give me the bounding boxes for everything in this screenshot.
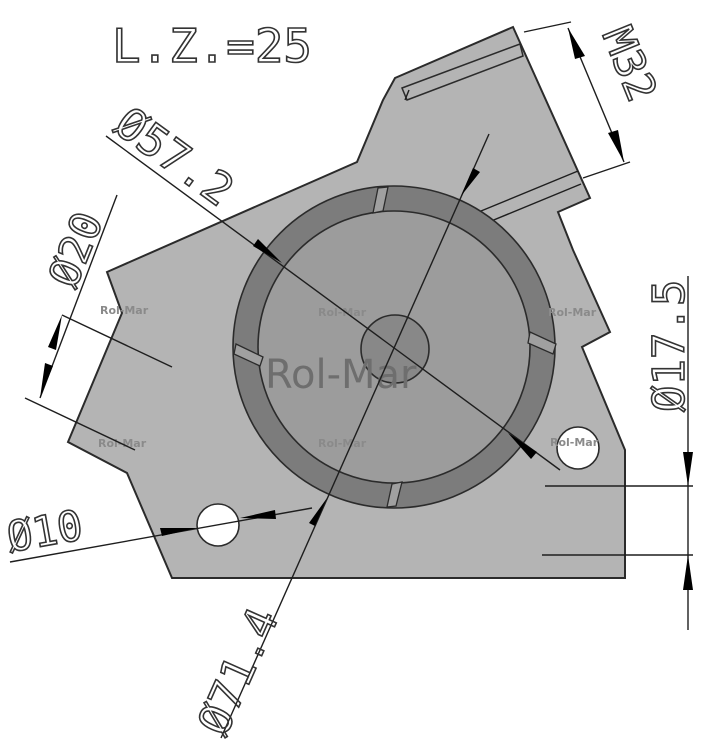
watermark-main: Rol-Mar <box>265 352 417 398</box>
dim-10-label: Ø10 <box>3 500 86 561</box>
watermark-5: Rol-Mar <box>318 437 367 450</box>
dim-17-5-label: Ø17.5 <box>644 280 695 412</box>
watermark-1: Rol-Mar <box>100 304 149 317</box>
top-slot <box>401 43 524 101</box>
right-hole <box>556 426 600 470</box>
watermark-3: Rol-Mar <box>548 306 597 319</box>
dim-57-2-label: Ø57.2 <box>106 98 243 217</box>
watermark-6: Rol-Mar <box>550 436 599 449</box>
right-slot-line-lower <box>483 183 582 225</box>
dim-m32-label: M32 <box>593 19 667 108</box>
watermark-2: Rol-Mar <box>318 306 367 319</box>
dim-71-4-label: Ø71.4 <box>188 601 288 743</box>
right-slot-line-upper <box>480 170 579 212</box>
ring-notches <box>233 186 557 508</box>
dim-20-label: Ø20 <box>39 205 113 294</box>
slot-end-line <box>404 89 410 101</box>
teeth-count-title: L.Z.=25 <box>112 19 312 73</box>
dim-17-5: Ø17.5 <box>542 276 696 630</box>
